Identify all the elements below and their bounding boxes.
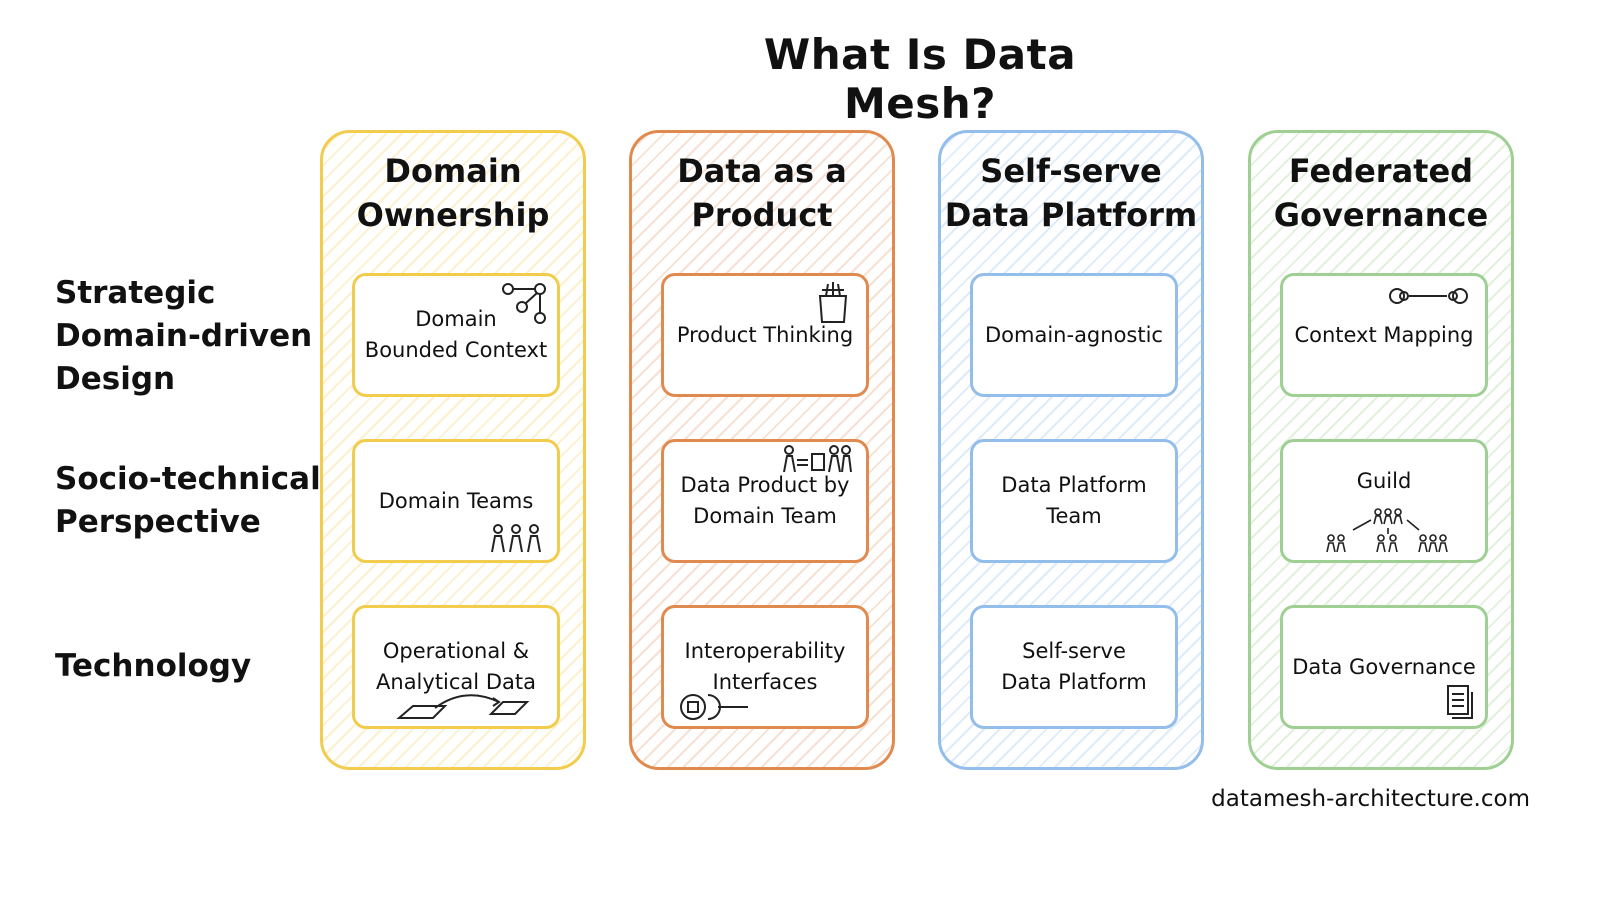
card-data-governance: Data Governance [1280, 605, 1488, 729]
row-label-strategic-ddd: Strategic Domain-driven Design [55, 275, 313, 397]
card-label: Data Platform Team [1001, 473, 1147, 528]
card-label: Guild [1356, 468, 1412, 493]
card-label: Product Thinking [676, 322, 854, 347]
data-transfer-icon [395, 690, 535, 724]
card-label: Domain Bounded Context [364, 307, 548, 362]
context-link-icon [1387, 286, 1469, 306]
product-box-icon [814, 280, 852, 324]
card-label: Context Mapping [1294, 322, 1474, 347]
card-self-serve-data-platform: Self-serve Data Platform [970, 605, 1178, 729]
graph-icon [499, 280, 551, 326]
interface-plug-icon [678, 692, 750, 722]
column-header-federated-governance: Federated Governance [1273, 152, 1489, 234]
card-domain-agnostic: Domain-agnostic [970, 273, 1178, 397]
card-domain-teams: Domain Teams [352, 439, 560, 563]
card-operational-analytical-data: Operational & Analytical Data [352, 605, 560, 729]
card-data-product-by-domain-team: Data Product by Domain Team [661, 439, 869, 563]
card-context-mapping: Context Mapping [1280, 273, 1488, 397]
card-label: Domain Teams [378, 488, 534, 513]
card-guild: Guild [1280, 439, 1488, 563]
source-url: datamesh-architecture.com [1211, 786, 1530, 812]
column-header-data-as-a-product: Data as a Product [677, 152, 847, 234]
card-domain-bounded-context: Domain Bounded Context [352, 273, 560, 397]
column-domain-ownership: Domain Ownership Domain Bounded Context … [320, 130, 586, 770]
people-with-product-icon [782, 444, 852, 474]
card-label: Self-serve Data Platform [1001, 639, 1147, 694]
row-label-socio-technical: Socio-technical Perspective [55, 461, 321, 540]
team-icon [489, 522, 543, 554]
card-product-thinking: Product Thinking [661, 273, 869, 397]
card-label: Operational & Analytical Data [376, 639, 536, 694]
guild-network-icon [1323, 508, 1453, 554]
column-header-domain-ownership: Domain Ownership [356, 152, 550, 234]
card-data-platform-team: Data Platform Team [970, 439, 1178, 563]
card-label: Data Product by Domain Team [680, 473, 850, 528]
card-interoperability-interfaces: Interoperability Interfaces [661, 605, 869, 729]
column-federated-governance: Federated Governance Context Mapping Gui… [1248, 130, 1514, 770]
row-label-technology: Technology [55, 648, 252, 684]
card-label: Domain-agnostic [985, 322, 1163, 347]
card-label: Interoperability Interfaces [684, 639, 846, 694]
card-label: Data Governance [1292, 654, 1476, 679]
column-self-serve-data-platform: Self-serve Data Platform Domain-agnostic… [938, 130, 1204, 770]
diagram-title: What Is Data Mesh? [763, 30, 1077, 128]
column-header-self-serve-data-platform: Self-serve Data Platform [944, 152, 1198, 234]
document-stack-icon [1445, 684, 1475, 720]
column-data-as-a-product: Data as a Product Product Thinking Data … [629, 130, 895, 770]
